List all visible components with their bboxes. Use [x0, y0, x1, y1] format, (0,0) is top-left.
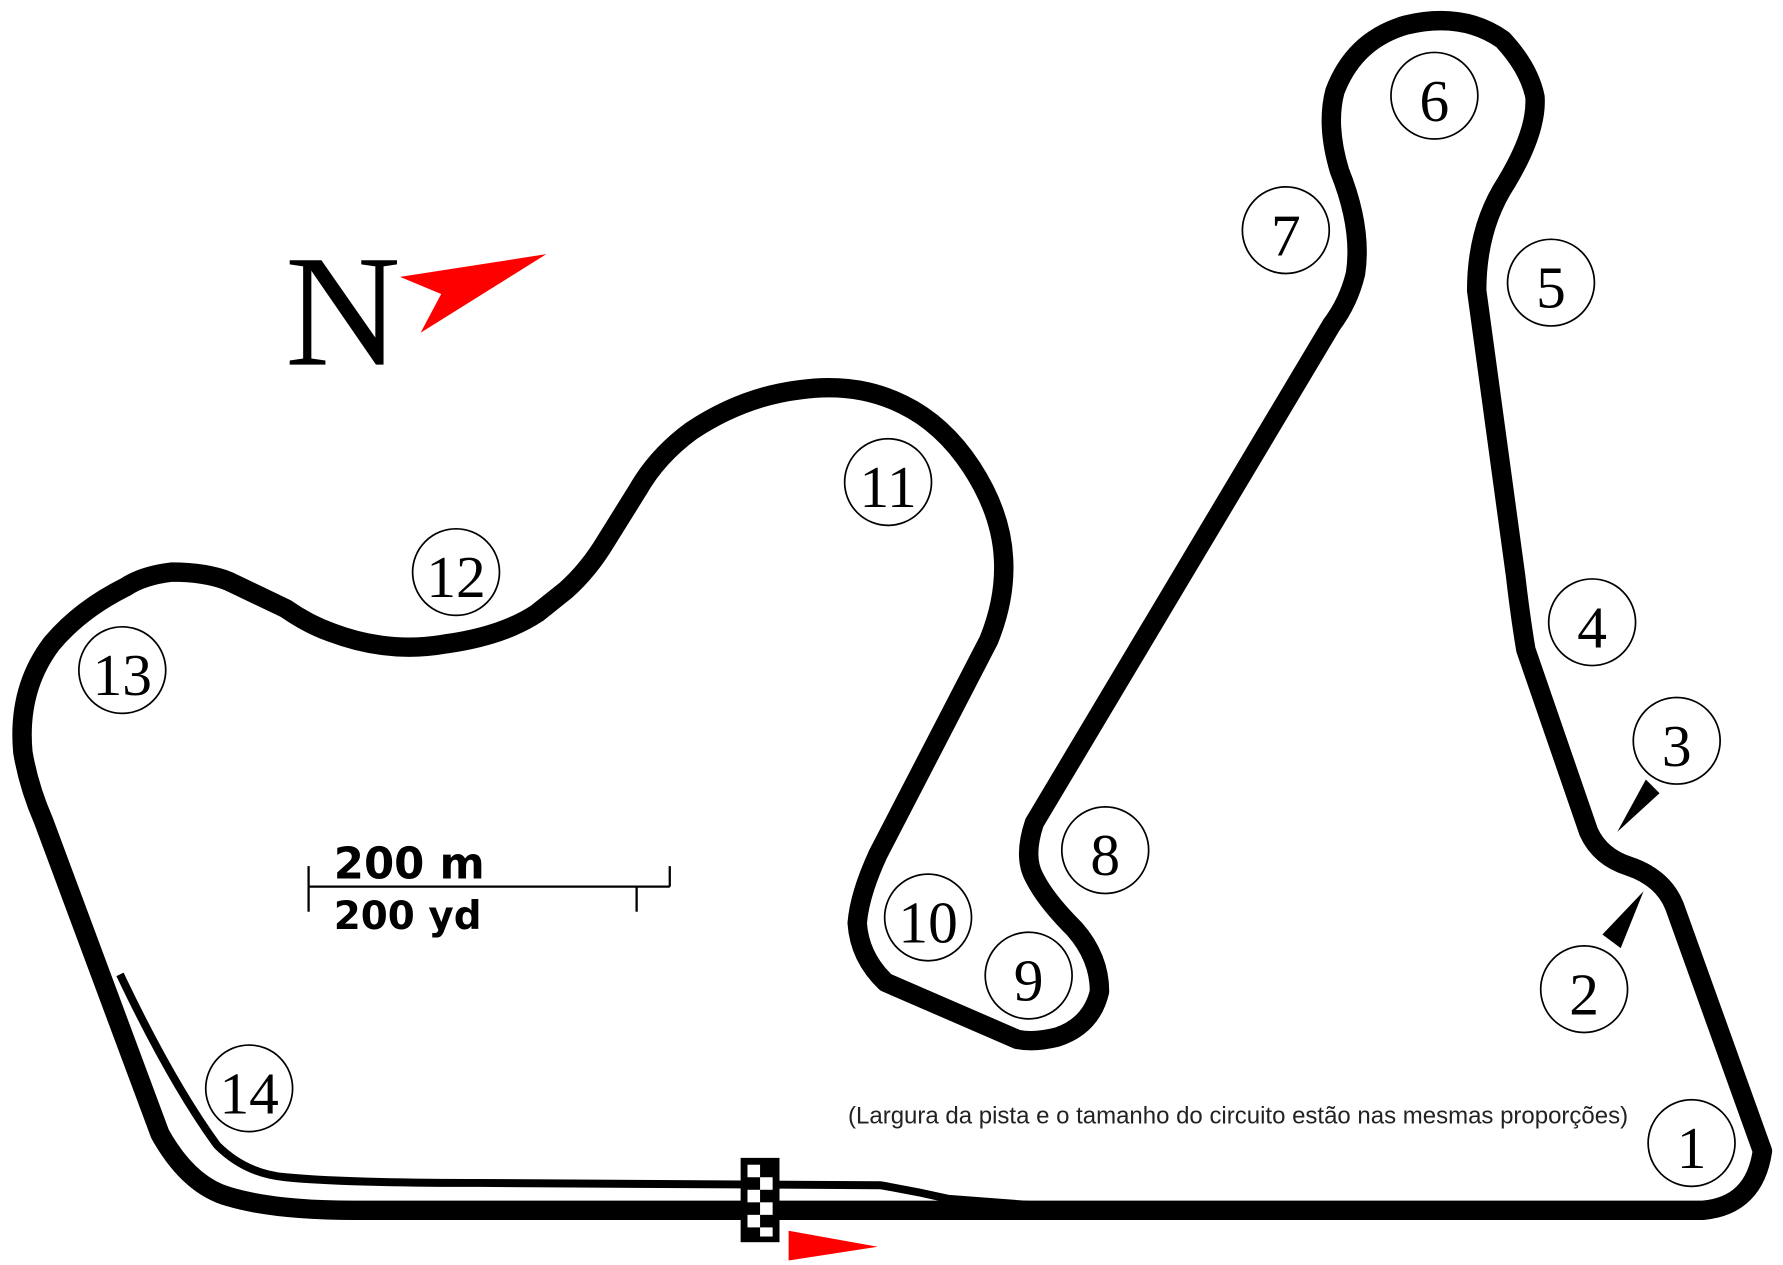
turn-marker: 11	[843, 437, 933, 527]
turn-3-pointer-icon	[1617, 779, 1660, 832]
svg-text:14: 14	[219, 1061, 278, 1127]
proportions-note: (Largura da pista e o tamanho do circuit…	[848, 1103, 1628, 1130]
turn-marker: 6	[1390, 51, 1479, 140]
svg-text:3: 3	[1662, 713, 1692, 779]
svg-text:8: 8	[1090, 822, 1120, 888]
svg-text:11: 11	[859, 454, 916, 520]
svg-text:2: 2	[1569, 961, 1599, 1027]
svg-text:9: 9	[1014, 948, 1044, 1014]
turn-marker: 3	[1632, 696, 1721, 785]
pit-lane	[116, 972, 1041, 1210]
scale-bar: 200 m 200 yd	[307, 840, 671, 939]
svg-text:6: 6	[1420, 68, 1450, 134]
turn-marker: 2	[1539, 945, 1629, 1034]
turn-marker: 8	[1060, 806, 1150, 895]
start-finish-checkered-flag	[740, 1157, 780, 1243]
svg-text:13: 13	[93, 642, 152, 708]
svg-text:5: 5	[1536, 255, 1566, 321]
scale-metric-label: 200 m	[334, 840, 485, 890]
turn-marker: 10	[883, 873, 973, 962]
turn-marker: 14	[204, 1044, 294, 1133]
north-arrow-icon	[400, 254, 547, 333]
svg-text:1: 1	[1677, 1115, 1707, 1181]
svg-text:4: 4	[1577, 594, 1607, 660]
svg-text:12: 12	[426, 544, 485, 610]
track-outline	[12, 11, 1773, 1220]
turn-marker: 13	[78, 625, 167, 715]
svg-text:7: 7	[1271, 202, 1301, 268]
turn-markers: 1 2 3 4 5 6 7 8 9 10 11 12 13 14	[78, 51, 1736, 1188]
turn-marker: 9	[984, 931, 1073, 1020]
svg-text:10: 10	[898, 890, 957, 956]
north-letter: N	[285, 223, 401, 400]
turn-marker: 12	[411, 527, 501, 617]
turn-marker: 4	[1547, 578, 1637, 667]
turn-marker: 1	[1647, 1098, 1736, 1188]
turn-2-pointer-icon	[1602, 891, 1644, 949]
north-indicator: N	[285, 223, 547, 400]
turn-marker: 7	[1241, 186, 1331, 275]
turn-marker: 5	[1506, 238, 1596, 327]
direction-arrow-icon	[788, 1230, 878, 1261]
scale-imperial-label: 200 yd	[334, 894, 482, 939]
